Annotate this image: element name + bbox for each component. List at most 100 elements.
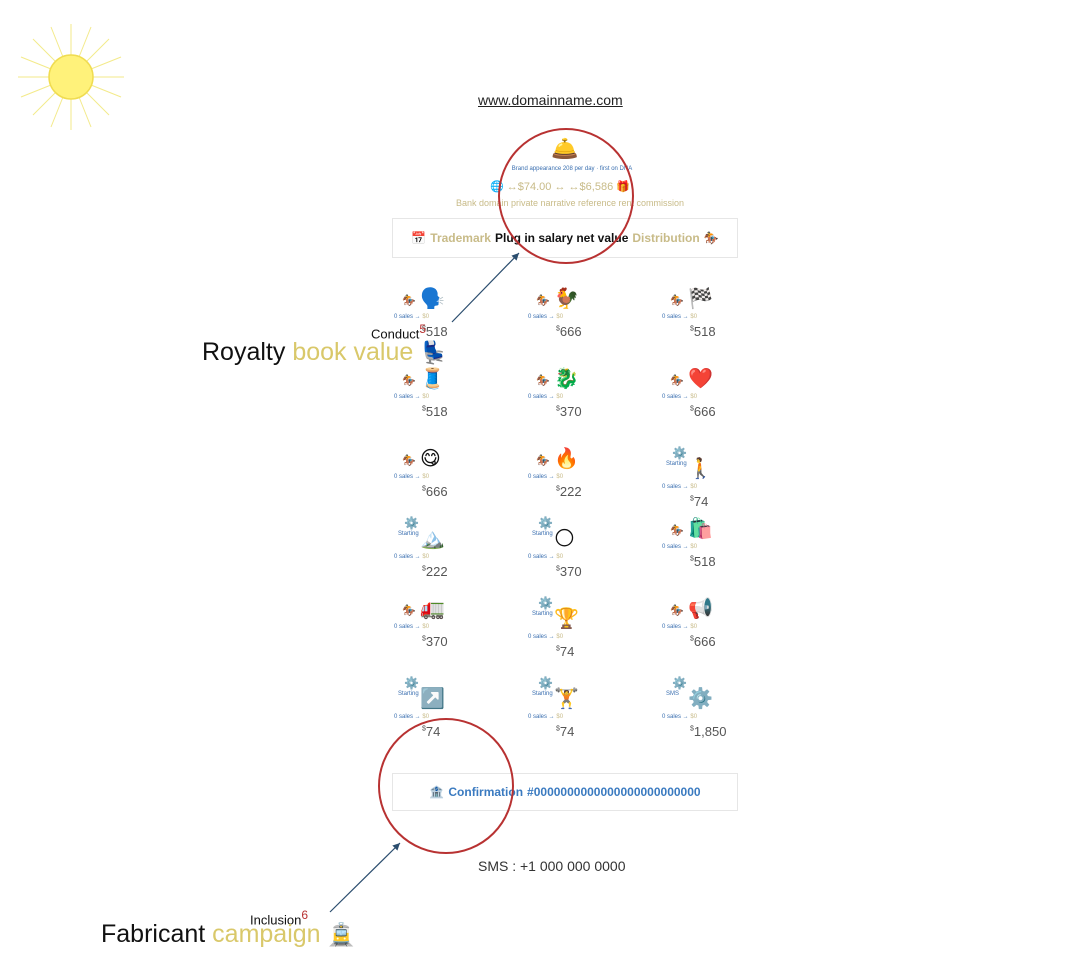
cell-icon: 🐓 bbox=[554, 288, 579, 310]
gear-icon: ⚙️ bbox=[404, 516, 419, 530]
domain-cell[interactable]: 🏇❤️0 sales → $0$666 bbox=[660, 366, 760, 446]
cell-icon: 🚶 bbox=[688, 458, 713, 480]
cell-icon: 🔥 bbox=[554, 448, 579, 470]
horse-icon: 🏇 bbox=[670, 605, 684, 617]
cell-icon: 😋 bbox=[420, 448, 441, 470]
sales-count: 0 sales → $0 bbox=[528, 634, 564, 640]
horse-icon: 🏇 bbox=[402, 455, 416, 467]
sales-count: 0 sales → $0 bbox=[528, 474, 564, 480]
annotation-bottom-small: Inclusion6 bbox=[250, 908, 308, 928]
highlight-circle-bottom bbox=[378, 718, 514, 854]
sales-count: 0 sales → $0 bbox=[394, 314, 430, 320]
cell-icon: 🚛 bbox=[420, 598, 445, 620]
horse-icon: 🏇 bbox=[536, 375, 550, 387]
price-label: $1,850 bbox=[690, 724, 727, 739]
calendar-icon: 📅 bbox=[411, 231, 427, 245]
cell-icon: 🌕 bbox=[554, 528, 575, 550]
domain-cell[interactable]: ⚙️Starting🏋️ 0 sales → $0 $74 bbox=[526, 676, 626, 756]
annotation-top-big: Royalty book value 💺 bbox=[202, 338, 448, 366]
cell-icon: 🏔️ bbox=[420, 528, 445, 550]
starting-label: Starting bbox=[666, 461, 687, 467]
domain-cell[interactable]: ⚙️Starting🚶 0 sales → $0 $74 bbox=[660, 446, 760, 526]
horse-icon: 🏇 bbox=[670, 295, 684, 307]
domain-cell[interactable]: 🏇 🐓 0 sales → $0 $666 bbox=[526, 286, 626, 366]
sales-count: 0 sales → $0 bbox=[528, 314, 564, 320]
cell-icon: 🗣️ bbox=[420, 288, 445, 310]
price-label: $518 bbox=[422, 324, 448, 339]
price-label: $518 bbox=[690, 554, 716, 569]
horse-icon: 🏇 bbox=[536, 455, 550, 467]
seat-icon: 💺 bbox=[420, 340, 448, 365]
gear-icon: ⚙️ bbox=[672, 676, 687, 690]
highlight-circle-top bbox=[498, 128, 634, 264]
sales-count: 0 sales → $0 bbox=[662, 484, 698, 490]
starting-label: SMS bbox=[666, 691, 680, 697]
starting-label: Starting bbox=[532, 691, 553, 697]
sales-count: 0 sales → $0 bbox=[394, 714, 430, 720]
domain-cell[interactable]: 🏇🛍️0 sales → $0$518 bbox=[660, 516, 760, 596]
price-label: $74 bbox=[556, 724, 575, 739]
domain-cell[interactable]: 🏇 🐉 0 sales → $0 $370 bbox=[526, 366, 626, 446]
price-label: $222 bbox=[556, 484, 582, 499]
price-label: $370 bbox=[556, 404, 582, 419]
price-label: $74 bbox=[690, 494, 709, 509]
tram-icon: 🚊 bbox=[327, 922, 355, 947]
price-label: $74 bbox=[556, 644, 575, 659]
domain-cell[interactable]: ⚙️Starting🏆 0 sales → $0 $74 bbox=[526, 596, 626, 676]
domain-cell[interactable]: 🏇 🔥 0 sales → $0 $222 bbox=[526, 446, 626, 526]
gear-icon: ⚙️ bbox=[404, 676, 419, 690]
horse-icon: 🏇 bbox=[670, 525, 684, 537]
confirmation-number: #0000000000000000000000000 bbox=[527, 785, 701, 799]
cell-icon: ↗️ bbox=[420, 688, 445, 710]
starting-label: Starting bbox=[532, 531, 553, 537]
gear-icon: ⚙️ bbox=[538, 676, 553, 690]
banner-left: Trademark bbox=[430, 231, 491, 245]
domain-cell[interactable]: ⚙️Starting🏔️ 0 sales → $0 $222 bbox=[392, 516, 492, 596]
sales-count: 0 sales → $0 bbox=[394, 394, 430, 400]
cell-icon: ⚙️ bbox=[688, 688, 713, 710]
price-label: $518 bbox=[422, 404, 448, 419]
horse-icon: 🏇 bbox=[536, 295, 550, 307]
cell-icon: 🏆 bbox=[554, 608, 579, 630]
cell-icon: 🧵 bbox=[420, 368, 445, 390]
horse-icon: 🏇 bbox=[670, 375, 684, 387]
domain-cell[interactable]: ⚙️SMS⚙️0 sales → $0$1,850 bbox=[660, 676, 760, 756]
sales-count: 0 sales → $0 bbox=[394, 474, 430, 480]
sun-icon bbox=[18, 24, 124, 130]
starting-label: Starting bbox=[398, 531, 419, 537]
cell-icon: 🐉 bbox=[554, 368, 579, 390]
arrow-bottom bbox=[329, 842, 401, 913]
price-label: $222 bbox=[422, 564, 448, 579]
cell-icon: 🏋️ bbox=[554, 688, 579, 710]
price-label: $518 bbox=[690, 324, 716, 339]
domain-cell[interactable]: ⚙️Starting🌕0 sales → $0$370 bbox=[526, 516, 626, 596]
domain-cell[interactable]: 🏇🗣️0 sales → $0$518 bbox=[392, 286, 492, 366]
price-label: $370 bbox=[422, 634, 448, 649]
price-label: $666 bbox=[556, 324, 582, 339]
sales-count: 0 sales → $0 bbox=[662, 624, 698, 630]
cell-icon: 📢 bbox=[688, 598, 713, 620]
domain-cell[interactable]: 🏇 🏁 0 sales → $0 $518 bbox=[660, 286, 760, 366]
gear-icon: ⚙️ bbox=[538, 596, 553, 610]
horse-icon: 🏇 bbox=[703, 231, 719, 245]
gear-icon: ⚙️ bbox=[672, 446, 687, 460]
price-label: $370 bbox=[556, 564, 582, 579]
starting-label: Starting bbox=[532, 611, 553, 617]
annotation-top-small: Conduct5 bbox=[371, 322, 427, 342]
cell-icon: 🛍️ bbox=[688, 518, 713, 540]
domain-link[interactable]: www.domainname.com bbox=[478, 92, 623, 108]
sales-count: 0 sales → $0 bbox=[528, 394, 564, 400]
domain-cell[interactable]: 🏇 😋 0 sales → $0 $666 bbox=[392, 446, 492, 526]
domain-cell[interactable]: 🏇📢0 sales → $0$666 bbox=[660, 596, 760, 676]
domain-cell[interactable]: 🏇🚛0 sales → $0$370 bbox=[392, 596, 492, 676]
price-label: $666 bbox=[422, 484, 448, 499]
sales-count: 0 sales → $0 bbox=[394, 624, 430, 630]
banner-right: Distribution bbox=[632, 231, 700, 245]
gear-icon: ⚙️ bbox=[538, 516, 553, 530]
sales-count: 0 sales → $0 bbox=[662, 314, 698, 320]
sales-count: 0 sales → $0 bbox=[528, 714, 564, 720]
cell-icon: 🏁 bbox=[688, 288, 713, 310]
domain-cell[interactable]: 🏇🧵0 sales → $0$518 bbox=[392, 366, 492, 446]
cell-icon: ❤️ bbox=[688, 368, 713, 390]
sales-count: 0 sales → $0 bbox=[394, 554, 430, 560]
